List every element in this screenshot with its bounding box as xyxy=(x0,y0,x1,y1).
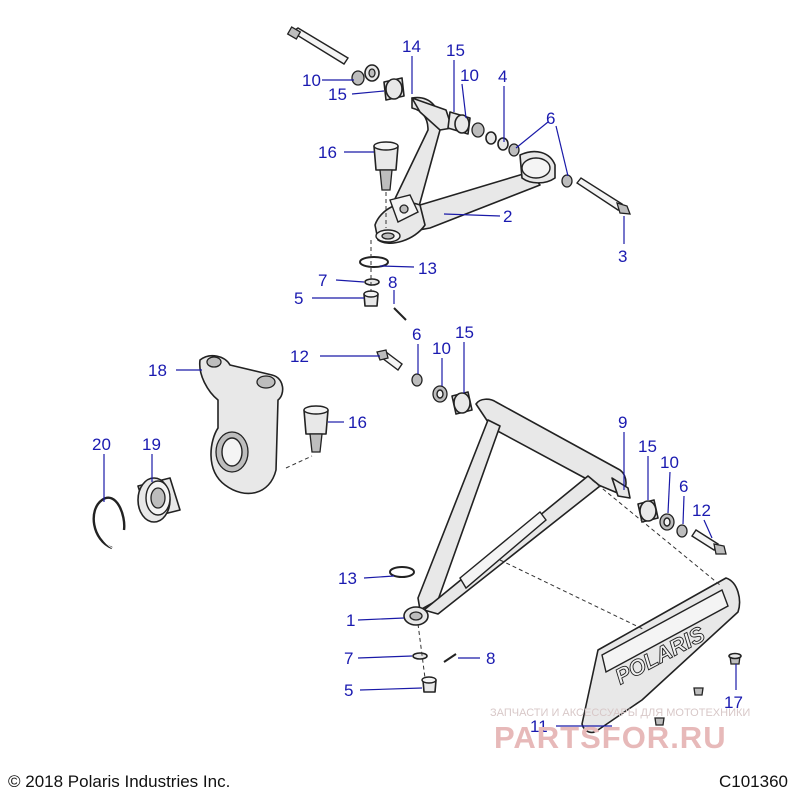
callout-lower-7: 7 xyxy=(344,649,353,668)
callout-lower-8: 8 xyxy=(486,649,495,668)
callout-ring-20: 20 xyxy=(92,435,111,454)
callout-mid-12: 12 xyxy=(290,347,309,366)
callout-bearing-19: 19 xyxy=(142,435,161,454)
upper-long-bolt xyxy=(286,26,349,65)
lower-washer-6 xyxy=(676,524,688,538)
lower-cotter-pin xyxy=(443,653,457,663)
middle-ball-joint xyxy=(303,405,329,453)
callout-upper-5: 5 xyxy=(294,289,303,308)
guard-fastener-a xyxy=(728,652,742,665)
middle-bolt-12 xyxy=(376,349,403,372)
guard-fastener-b xyxy=(693,687,704,696)
lower-bushing-15 xyxy=(637,499,659,523)
callout-upper-10a: 10 xyxy=(460,66,479,85)
upper-washer-left xyxy=(351,64,380,86)
callout-upper-7: 7 xyxy=(318,271,327,290)
callout-guard-17: 17 xyxy=(724,693,743,712)
lower-nut-5 xyxy=(421,676,437,693)
callout-lower-9: 9 xyxy=(618,413,627,432)
callout-upper-15a: 15 xyxy=(446,41,465,60)
upper-nut-5 xyxy=(363,290,379,307)
lower-washer-10 xyxy=(659,513,675,531)
callout-mid-6: 6 xyxy=(412,325,421,344)
watermark-brand: PARTSFOR.RU xyxy=(494,720,727,755)
callout-lower-13: 13 xyxy=(338,569,357,588)
callout-lower-15: 15 xyxy=(638,437,657,456)
callout-upper-14: 14 xyxy=(402,37,421,56)
callout-lower-12: 12 xyxy=(692,501,711,520)
guard-fastener-c xyxy=(654,717,665,726)
callout-lower-10: 10 xyxy=(660,453,679,472)
callout-upper-6: 6 xyxy=(546,109,555,128)
callout-upper-8: 8 xyxy=(388,273,397,292)
callout-lower-6: 6 xyxy=(679,477,688,496)
callout-upper-10b: 10 xyxy=(302,71,321,90)
lower-snap-ring xyxy=(389,566,415,578)
middle-washer-6 xyxy=(411,373,423,387)
copyright-notice: © 2018 Polaris Industries Inc. xyxy=(8,772,231,791)
upper-bolt-3 xyxy=(575,177,631,215)
figure-code: C101360 xyxy=(718,772,788,791)
lower-bolt-12 xyxy=(691,529,727,555)
upper-a-arm xyxy=(374,96,556,244)
upper-snap-ring xyxy=(359,256,389,268)
callout-upper-13: 13 xyxy=(418,259,437,278)
callout-mid-10: 10 xyxy=(432,339,451,358)
a-arm-guard: POLARIS xyxy=(581,577,741,734)
retaining-ring xyxy=(92,496,126,550)
upper-cotter-pin xyxy=(393,307,407,321)
wheel-bearing xyxy=(137,477,181,523)
callout-upper-2: 2 xyxy=(503,207,512,226)
watermark: ЗАПЧАСТИ И АКСЕССУАРЫ ДЛЯ МОТОТЕХНИКИ PA… xyxy=(490,707,750,755)
callout-lower-1: 1 xyxy=(346,611,355,630)
callout-mid-15: 15 xyxy=(455,323,474,342)
upper-ball-joint xyxy=(373,141,399,191)
middle-washer-10 xyxy=(432,385,448,403)
lower-washer-7 xyxy=(412,652,428,660)
callout-upper-15b: 15 xyxy=(328,85,347,104)
lower-a-arm xyxy=(403,398,631,626)
callout-guard-11: 11 xyxy=(530,717,548,736)
steering-knuckle xyxy=(198,354,284,495)
upper-washer-7 xyxy=(364,278,380,286)
callout-labels: 14 15 10 15 10 4 6 16 2 3 13 7 8 5 12 6 … xyxy=(92,37,743,736)
callout-lower-5: 5 xyxy=(344,681,353,700)
leader-lines xyxy=(103,56,737,727)
watermark-tagline: ЗАПЧАСТИ И АКСЕССУАРЫ ДЛЯ МОТОТЕХНИКИ xyxy=(490,707,750,719)
callout-upper-16: 16 xyxy=(318,143,337,162)
callout-upper-4: 4 xyxy=(498,67,507,86)
callout-upper-3: 3 xyxy=(618,247,627,266)
upper-bushing-left xyxy=(383,77,405,101)
middle-bushing-15 xyxy=(451,391,473,415)
callout-knuckle-18: 18 xyxy=(148,361,167,380)
callout-mid-16: 16 xyxy=(348,413,367,432)
